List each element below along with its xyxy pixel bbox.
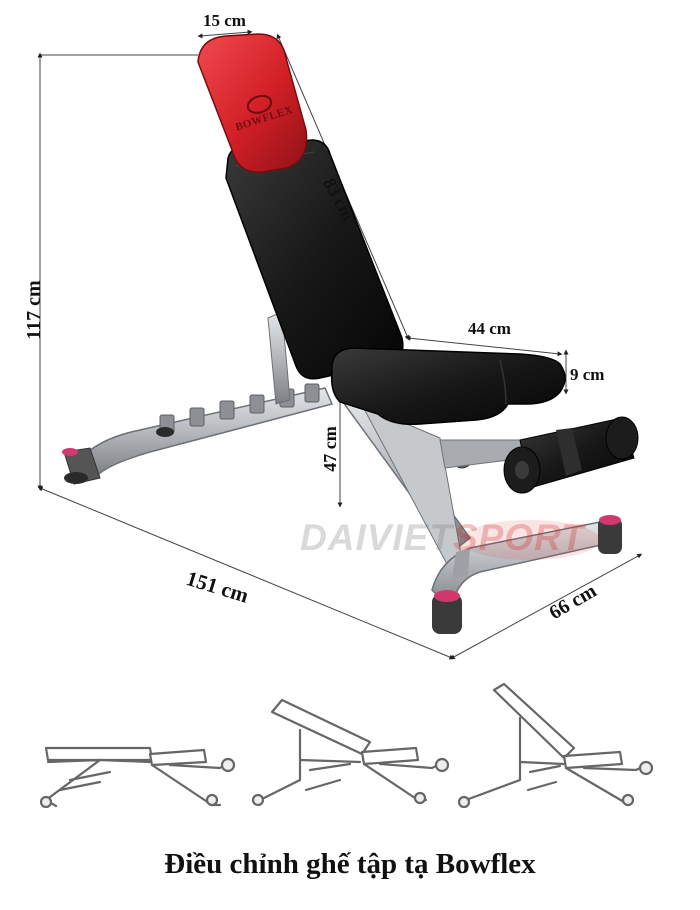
rear-foot-right xyxy=(156,427,174,437)
seat-thickness-label: 9 cm xyxy=(570,365,605,384)
diagram-flat xyxy=(39,746,236,809)
headrest-guide xyxy=(197,29,253,39)
rear-foot-left xyxy=(64,472,88,484)
watermark-part2: SPORT xyxy=(452,517,585,558)
watermark-part1: DAIVIET xyxy=(300,517,453,558)
diagram-incline xyxy=(251,698,450,807)
watermark: DAIVIETSPORT xyxy=(300,517,585,559)
position-diagrams xyxy=(39,682,654,809)
seat-height-label: 47 cm xyxy=(320,426,340,472)
backrest-cushion xyxy=(225,139,404,380)
seat-cushion xyxy=(330,347,566,426)
rear-base-frame xyxy=(62,383,334,485)
seat-length-label: 44 cm xyxy=(468,319,511,338)
front-foot-left xyxy=(432,594,462,634)
headrest xyxy=(197,33,308,173)
seat-length-guide xyxy=(405,335,563,357)
front-foot-right xyxy=(598,518,622,554)
headrest-width-label: 15 cm xyxy=(203,11,246,30)
watermark-swoosh xyxy=(460,520,600,560)
dimension-lines xyxy=(37,29,643,660)
leg-rollers xyxy=(503,416,639,494)
caption: Điều chỉnh ghế tập tạ Bowflex xyxy=(164,848,536,880)
total-height-label: 117 cm xyxy=(23,280,45,340)
width-guide xyxy=(449,553,643,660)
length-guide xyxy=(37,486,455,660)
front-frame xyxy=(338,397,622,634)
diagram-upright xyxy=(457,682,654,809)
